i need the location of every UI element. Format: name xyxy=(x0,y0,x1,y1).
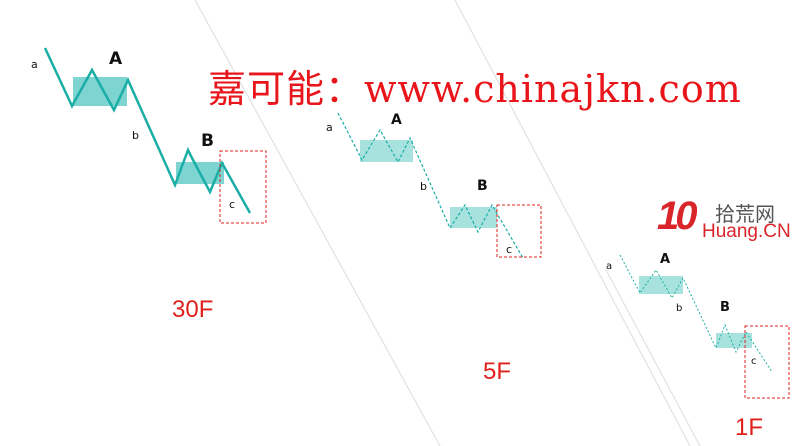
wave-label-a: a xyxy=(31,58,38,71)
wave-label-A: A xyxy=(109,49,123,69)
logo-number: 10 xyxy=(657,194,697,238)
wave-label-c: c xyxy=(506,243,513,256)
divider-line xyxy=(194,0,441,446)
divider-line xyxy=(454,0,691,446)
wave-label-c: c xyxy=(229,198,236,211)
timeframe-label: 1F xyxy=(735,414,764,441)
wave-label-a: a xyxy=(326,121,333,134)
wave-label-B: B xyxy=(720,300,730,315)
target-frame-c xyxy=(219,150,267,224)
wave-line-1f xyxy=(619,254,773,373)
target-frame-c xyxy=(496,204,542,258)
wave-label-b: b xyxy=(420,180,427,193)
wave-line-30f xyxy=(43,47,252,214)
wave-label-c: c xyxy=(751,356,757,367)
target-frame-c xyxy=(744,325,790,399)
consolidation-box-B xyxy=(716,333,752,348)
consolidation-box-A xyxy=(360,140,413,162)
wave-label-a: a xyxy=(606,261,613,272)
wave-line-5f xyxy=(337,112,524,259)
divider-line xyxy=(604,267,701,446)
consolidation-box-B xyxy=(450,207,497,228)
wave-label-b: b xyxy=(132,129,139,142)
wave-label-A: A xyxy=(391,112,402,128)
timeframe-label: 5F xyxy=(483,358,512,385)
logo-chinese: 拾荒网 xyxy=(715,202,775,226)
wave-label-A: A xyxy=(660,252,671,267)
consolidation-box-A xyxy=(639,276,683,294)
wave-label-B: B xyxy=(477,178,488,194)
timeframe-label: 30F xyxy=(172,296,214,323)
wave-label-B: B xyxy=(201,131,214,151)
logo-english: Huang.CN xyxy=(702,221,791,242)
watermark-text: 嘉可能：www.chinajkn.com xyxy=(208,67,742,111)
wave-label-b: b xyxy=(676,303,683,314)
site-logo: 10 拾荒网 Huang.CN xyxy=(657,194,797,246)
